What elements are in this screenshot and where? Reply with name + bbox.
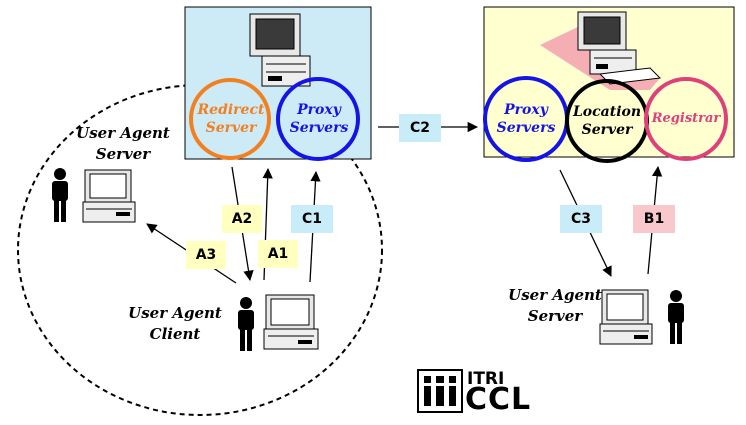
redirect-server-circle	[189, 78, 271, 160]
ua-server-left-label: User Agent Server	[68, 123, 178, 165]
proxy-servers-left-label-line2: Servers	[289, 120, 349, 136]
tag-a3: A3	[186, 241, 226, 269]
tag-c1: C1	[291, 205, 333, 233]
proxy-servers-left-label-line1: Proxy	[297, 102, 341, 118]
proxy-servers-left-label: Proxy Servers	[280, 101, 358, 137]
ua-server-left-computer-icon	[82, 169, 136, 223]
ua-server-left-label-line1: User Agent	[76, 124, 170, 142]
ua-client-computer-icon	[263, 294, 319, 350]
server-computer-icon-right	[577, 11, 662, 85]
proxy-servers-right-label: Proxy Servers	[486, 101, 566, 137]
ua-server-right-computer-icon	[599, 289, 653, 345]
registrar-label: Registrar	[651, 111, 721, 126]
local-domain-boundary	[17, 84, 383, 416]
tag-a2: A2	[222, 205, 262, 233]
registrar-circle	[644, 77, 728, 161]
proxy-servers-right-label-line1: Proxy	[504, 102, 548, 118]
logo-ccl-text: CCL	[465, 382, 532, 417]
tag-a1: A1	[258, 240, 298, 268]
redirect-server-label-line1: Redirect	[197, 102, 265, 118]
location-server-label: Location Server	[567, 103, 647, 139]
proxy-servers-circle-left	[276, 77, 360, 161]
ua-client-label-line1: User Agent	[128, 304, 222, 322]
logo-itri-text: ITRI	[467, 369, 505, 389]
tag-c2: C2	[399, 114, 441, 142]
location-server-label-line2: Server	[581, 122, 633, 138]
location-server-label-line1: Location	[572, 104, 642, 120]
proxy-servers-right-label-line2: Servers	[496, 120, 556, 136]
ua-server-left-label-line2: Server	[95, 145, 151, 163]
ua-server-right-label-line1: User Agent	[508, 286, 602, 304]
redirect-server-label-line2: Server	[205, 120, 257, 136]
ua-client-person-icon	[238, 297, 254, 351]
ua-server-right-label-line2: Server	[527, 307, 583, 325]
ua-client-label: User Agent Client	[120, 303, 230, 345]
ua-server-left-person-icon	[52, 168, 68, 222]
ua-server-right-label: User Agent Server	[500, 285, 610, 327]
ua-server-right-person-icon	[668, 290, 684, 344]
ua-client-label-line2: Client	[149, 325, 201, 343]
tag-c3: C3	[560, 205, 602, 233]
itri-ccl-logo-icon	[417, 369, 463, 413]
tag-b1: B1	[633, 205, 675, 233]
redirect-server-label: Redirect Server	[192, 101, 270, 137]
